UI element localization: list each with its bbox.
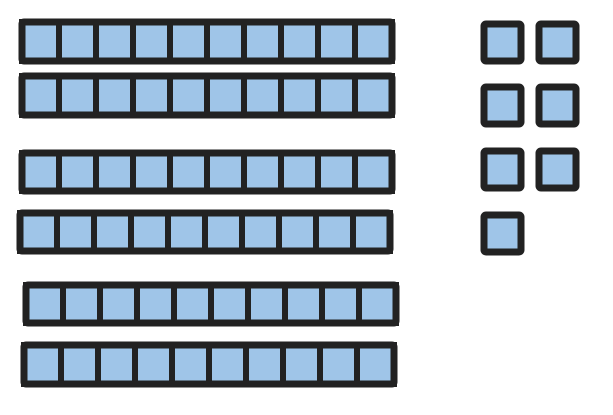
rod-unit-cell [56, 150, 99, 194]
rod-unit-cell [350, 210, 393, 254]
rod-unit-cell [315, 73, 358, 118]
rod-unit-cell [171, 282, 214, 326]
tens-rod [16, 209, 394, 255]
rod-unit-cell [352, 73, 395, 118]
rod-unit-cell [278, 73, 321, 118]
tens-rod [18, 149, 396, 195]
rod-unit-cell [319, 282, 362, 326]
rod-unit-cell [130, 19, 173, 64]
rod-unit-cell [278, 19, 321, 64]
rod-unit-cell [93, 73, 136, 118]
rod-unit-cell [245, 282, 288, 326]
rod-unit-cell [19, 73, 62, 118]
rod-unit-cell [93, 19, 136, 64]
rod-unit-cell [23, 282, 66, 326]
rod-unit-cell [354, 342, 397, 387]
rod-unit-cell [97, 282, 140, 326]
ones-cube [535, 20, 580, 65]
rod-unit-cell [56, 19, 99, 64]
rod-unit-cell [202, 210, 245, 254]
ones-cube [535, 83, 580, 128]
rod-outline [16, 209, 394, 255]
rod-outline [18, 18, 396, 65]
rod-unit-cell [352, 150, 395, 194]
rod-outline [22, 281, 400, 327]
rod-unit-cell [282, 282, 325, 326]
tens-rod [22, 281, 400, 327]
rod-unit-cell [167, 19, 210, 64]
rod-unit-cell [278, 150, 321, 194]
tens-rod [18, 72, 396, 119]
rod-unit-cell [95, 342, 138, 387]
rod-unit-cell [276, 210, 319, 254]
rod-unit-cell [54, 210, 97, 254]
tens-rod [20, 341, 398, 388]
ones-cube [535, 147, 580, 192]
rod-outline [18, 149, 396, 195]
ones-cube [480, 147, 525, 192]
rod-unit-cell [356, 282, 399, 326]
rod-unit-cell [239, 210, 282, 254]
rod-unit-cell [21, 342, 64, 387]
rod-unit-cell [132, 342, 175, 387]
ones-cube [480, 20, 525, 65]
rod-unit-cell [204, 150, 247, 194]
rod-unit-cell [204, 19, 247, 64]
rod-unit-cell [165, 210, 208, 254]
rod-unit-cell [17, 210, 60, 254]
rod-unit-cell [19, 19, 62, 64]
rod-unit-cell [352, 19, 395, 64]
rod-unit-cell [204, 73, 247, 118]
rod-unit-cell [241, 19, 284, 64]
rod-unit-cell [56, 73, 99, 118]
ones-cube [480, 211, 525, 256]
ones-cube [480, 83, 525, 128]
rod-unit-cell [241, 150, 284, 194]
rod-unit-cell [128, 210, 171, 254]
rod-unit-cell [19, 150, 62, 194]
rod-unit-cell [169, 342, 212, 387]
rod-unit-cell [315, 19, 358, 64]
rod-unit-cell [60, 282, 103, 326]
rod-unit-cell [315, 150, 358, 194]
rod-unit-cell [130, 150, 173, 194]
tens-rod [18, 18, 396, 65]
rod-unit-cell [130, 73, 173, 118]
rod-unit-cell [317, 342, 360, 387]
rod-unit-cell [243, 342, 286, 387]
rod-unit-cell [58, 342, 101, 387]
rod-outline [18, 72, 396, 119]
rod-unit-cell [167, 73, 210, 118]
rod-unit-cell [206, 342, 249, 387]
rod-unit-cell [134, 282, 177, 326]
rod-unit-cell [313, 210, 356, 254]
rod-unit-cell [93, 150, 136, 194]
rod-unit-cell [280, 342, 323, 387]
rod-outline [20, 341, 398, 388]
rod-unit-cell [91, 210, 134, 254]
rod-unit-cell [167, 150, 210, 194]
rod-unit-cell [241, 73, 284, 118]
rod-unit-cell [208, 282, 251, 326]
